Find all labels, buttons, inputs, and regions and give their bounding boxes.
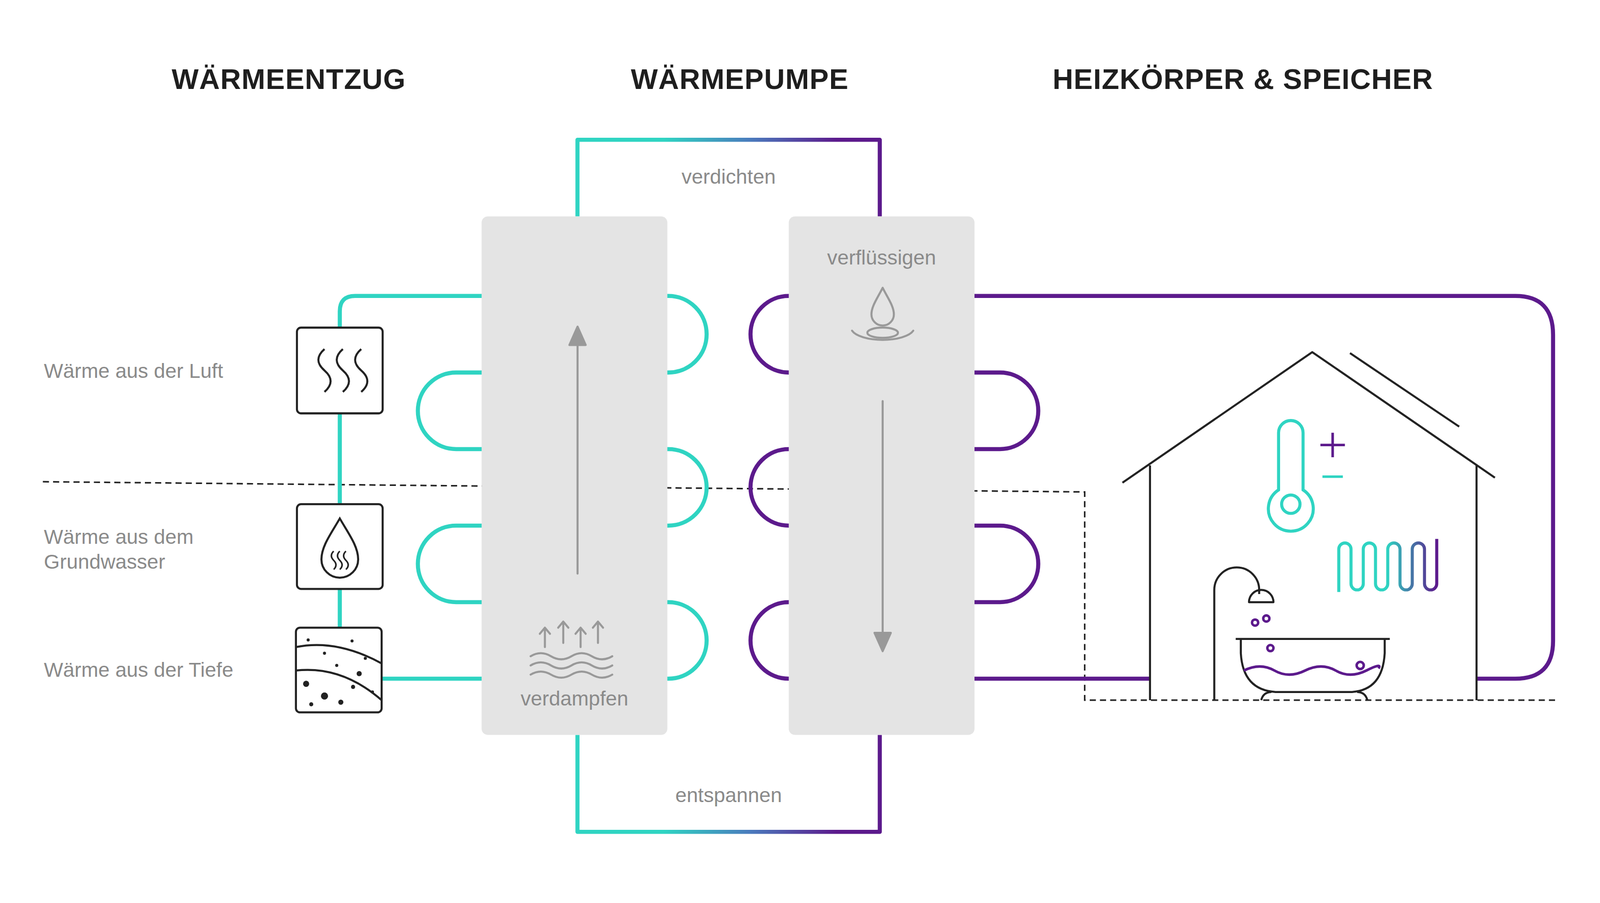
drawing-path (318, 349, 331, 393)
drawing-path (539, 627, 550, 647)
column-heading: WÄRMEPUMPE (630, 63, 849, 96)
drawing-path (1149, 465, 1151, 701)
process-step-label: entspannen (671, 782, 787, 808)
drawing-circle (322, 651, 326, 655)
air-icon (296, 327, 383, 414)
refrigerant-line (577, 139, 880, 217)
drawing-circle (309, 701, 314, 707)
process-step-label: verdichten (677, 164, 780, 189)
drawing-circle (303, 680, 310, 687)
drawing-path (530, 653, 613, 660)
bathtub (1214, 567, 1390, 700)
drawing-path (575, 627, 586, 647)
drawing-path (874, 632, 891, 651)
drawing-path (1261, 691, 1368, 701)
earth-icon (295, 627, 382, 713)
drawing-rect (296, 504, 383, 589)
drawing-path (1249, 589, 1274, 603)
drawing-path (355, 349, 368, 393)
drawing-path (1122, 351, 1495, 483)
drawing-circle (1251, 619, 1259, 626)
thermometer (1268, 420, 1314, 531)
drawing-circle (371, 690, 374, 694)
source-label: Wärme aus dem Grundwasser (43, 524, 228, 574)
drawing-circle (350, 639, 354, 643)
drawing-path (295, 669, 382, 701)
drawing-path (1235, 637, 1390, 640)
drawing-circle (356, 670, 362, 677)
drawing-path (852, 330, 914, 340)
drawing-circle (320, 692, 329, 700)
process-box: verdampfen (481, 216, 668, 735)
process-label: verdampfen (520, 685, 629, 711)
groundwater-icon (296, 504, 383, 589)
drawing-path (569, 326, 586, 345)
drawing-path (1475, 465, 1478, 701)
drawing-rect (296, 327, 383, 414)
drawing-circle (335, 663, 339, 667)
minus-sign (1322, 475, 1344, 478)
source-label: Wärme aus der Luft (43, 358, 279, 383)
drawing-circle (350, 684, 356, 690)
drawing-ellipse (867, 327, 899, 338)
radiator (1338, 538, 1437, 592)
column-heading: WÄRMEENTZUG (171, 63, 406, 96)
drawing-path (592, 621, 603, 644)
drawing-path (295, 645, 382, 664)
drawing-path (1214, 567, 1260, 700)
drawing-path (530, 662, 613, 669)
drawing-circle (306, 638, 310, 642)
drawing-circle (1263, 615, 1270, 622)
house (1122, 351, 1495, 701)
drawing-path (1349, 352, 1459, 427)
drawing-circle (1281, 494, 1300, 514)
drawing-path (331, 550, 349, 570)
drawing-path (871, 287, 894, 326)
drawing-circle (1356, 661, 1364, 669)
process-box: verflüssigen (789, 216, 975, 735)
drawing-circle (338, 699, 344, 705)
drawing-path (530, 671, 613, 678)
drawing-rect (295, 627, 382, 713)
column-heading: HEIZKÖRPER & SPEICHER (1052, 63, 1434, 96)
condenser-decoration (789, 216, 975, 735)
source-label: Wärme aus der Tiefe (43, 657, 279, 682)
drawing-path (1268, 420, 1314, 531)
drawing-g (303, 638, 374, 707)
refrigerant-line (577, 734, 880, 832)
drawing-path (1243, 665, 1380, 675)
plus-sign (1320, 432, 1345, 458)
evaporator-decoration (481, 216, 668, 735)
drawing-g (852, 287, 914, 652)
process-label: verflüssigen (827, 244, 937, 270)
drawing-path (1240, 638, 1385, 692)
drawing-path (558, 621, 569, 644)
drawing-path (576, 330, 579, 574)
drawing-circle (363, 656, 367, 660)
drawing-path (336, 349, 350, 393)
drawing-circle (1267, 645, 1274, 652)
drawing-g (530, 326, 613, 678)
drawing-path (321, 518, 359, 578)
bath-water (1243, 615, 1380, 675)
drawing-path (881, 401, 884, 646)
